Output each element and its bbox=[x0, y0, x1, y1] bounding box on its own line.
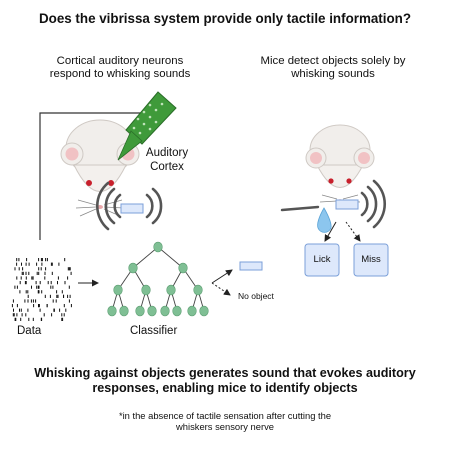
water-spout bbox=[280, 205, 320, 212]
data-label: Data bbox=[17, 325, 42, 337]
cortex-label-line2: Cortex bbox=[150, 161, 184, 173]
conclusion-line2: responses, enabling mice to identify obj… bbox=[92, 381, 358, 395]
left-heading-line1: Cortical auditory neurons bbox=[56, 55, 184, 67]
right-heading-line1: Mice detect objects solely by bbox=[260, 55, 406, 67]
tree-node bbox=[193, 284, 203, 296]
left-object bbox=[120, 203, 144, 214]
lick-arrow bbox=[324, 221, 337, 242]
tree-node bbox=[153, 241, 163, 253]
right-mouse-eye-right bbox=[346, 178, 352, 184]
left-mouse-illustration bbox=[60, 119, 140, 217]
tree-node bbox=[113, 284, 123, 296]
tree-node bbox=[178, 262, 188, 274]
tree-node bbox=[107, 305, 117, 317]
left-mouse-eye-left bbox=[86, 180, 92, 186]
miss-box bbox=[353, 243, 389, 277]
right-sound-waves bbox=[360, 179, 387, 229]
left-mouse-eye-right bbox=[108, 180, 114, 186]
tree-node bbox=[119, 305, 129, 317]
figure-title: Does the vibrissa system provide only ta… bbox=[38, 11, 412, 26]
left-sound-waves bbox=[95, 181, 163, 231]
footnote: *in the absence of tactile sensation aft… bbox=[0, 410, 450, 432]
probe-wire bbox=[39, 112, 152, 240]
right-object bbox=[335, 199, 359, 210]
right-mouse-illustration bbox=[305, 124, 375, 203]
footnote-line2: whiskers sensory nerve bbox=[176, 421, 274, 432]
tree-edge bbox=[157, 246, 184, 269]
tree-node bbox=[160, 305, 170, 317]
recording-probe bbox=[117, 91, 177, 161]
miss-label: Miss bbox=[361, 254, 381, 265]
lick-box bbox=[304, 243, 340, 277]
classifier-label: Classifier bbox=[130, 325, 178, 337]
tree-node bbox=[187, 305, 197, 317]
tree-node bbox=[141, 284, 151, 296]
tree-node bbox=[166, 284, 176, 296]
miss-arrow bbox=[345, 221, 361, 242]
no-object-arrow bbox=[211, 282, 231, 296]
water-drop bbox=[317, 207, 332, 233]
footnote-line1: *in the absence of tactile sensation aft… bbox=[118, 410, 332, 421]
tree-edge bbox=[132, 246, 159, 269]
right-mouse-eye-left bbox=[328, 178, 334, 184]
auditory-cortex-label: Auditory Cortex bbox=[137, 146, 197, 174]
left-heading-line2: respond to whisking sounds bbox=[49, 68, 191, 80]
tree-node bbox=[172, 305, 182, 317]
conclusion: Whisking against objects generates sound… bbox=[0, 366, 450, 396]
left-panel-heading: Cortical auditory neurons respond to whi… bbox=[20, 55, 220, 81]
tree-node bbox=[128, 262, 138, 274]
spike-raster bbox=[11, 258, 72, 321]
right-panel-heading: Mice detect objects solely by whisking s… bbox=[233, 55, 433, 81]
classifier-tree bbox=[107, 241, 209, 317]
conclusion-line1: Whisking against objects generates sound… bbox=[34, 366, 416, 380]
classifier-output-arrow bbox=[211, 269, 233, 284]
cortex-label-line1: Auditory bbox=[145, 147, 189, 159]
lick-label: Lick bbox=[313, 254, 331, 265]
tree-node bbox=[199, 305, 209, 317]
right-heading-line2: whisking sounds bbox=[291, 68, 375, 80]
tree-node bbox=[147, 305, 157, 317]
classifier-object-output bbox=[239, 261, 263, 271]
no-object-label: No object bbox=[238, 291, 274, 301]
tree-node bbox=[135, 305, 145, 317]
